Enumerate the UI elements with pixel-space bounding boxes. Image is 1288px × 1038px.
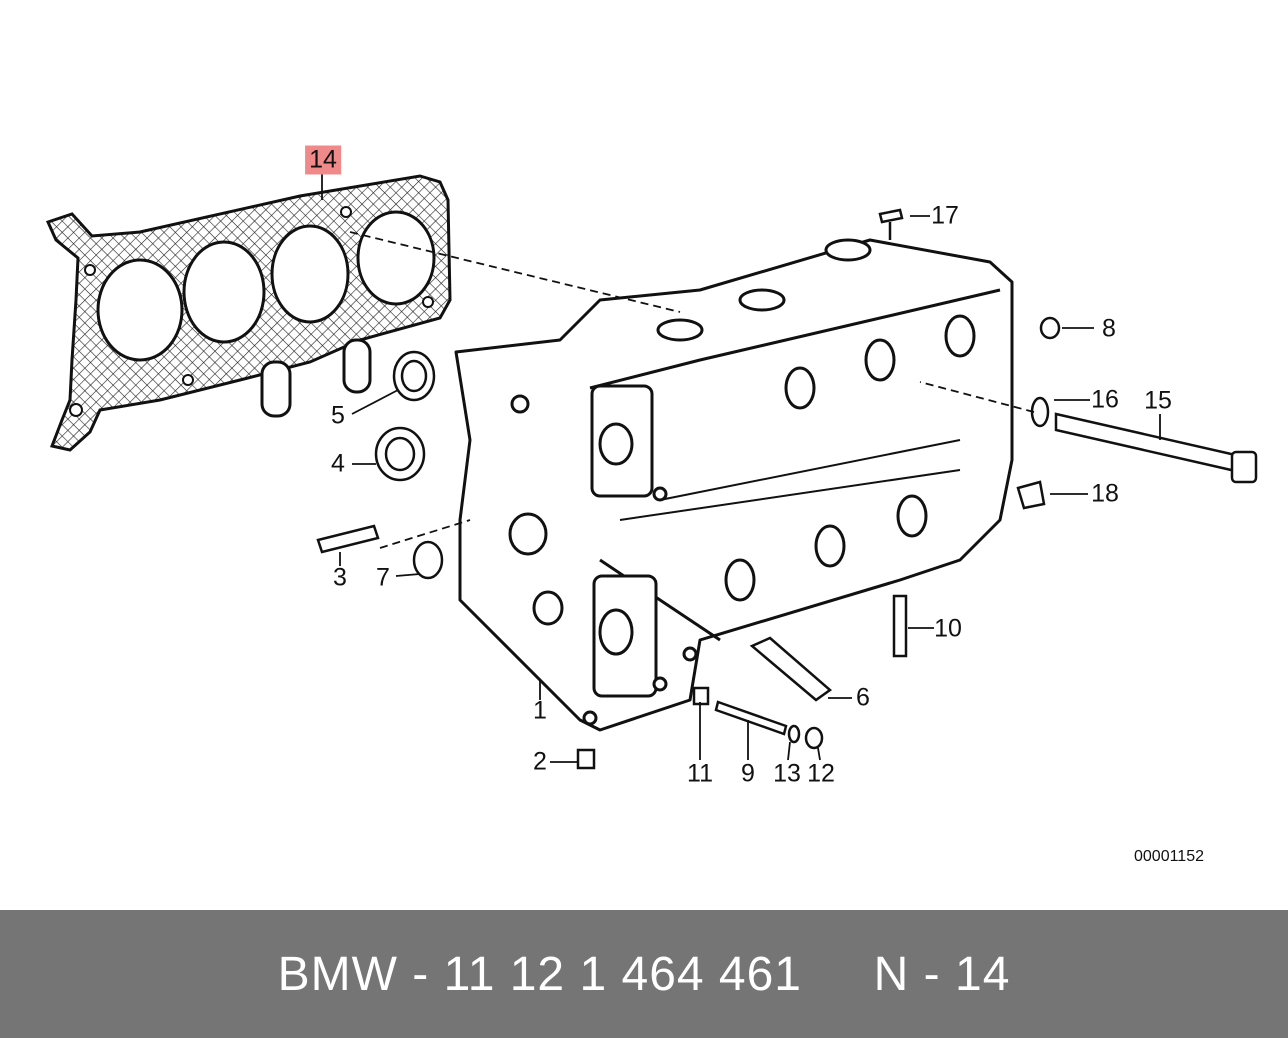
head-gasket xyxy=(45,174,452,452)
callout-14: 14 xyxy=(305,145,341,175)
parts-diagram: 1 2 3 4 5 6 7 8 9 10 11 12 13 14 15 16 1… xyxy=(45,145,1258,865)
cylinder-head xyxy=(454,238,1014,732)
callout-10: 10 xyxy=(934,614,962,643)
callout-2: 2 xyxy=(533,747,547,776)
callout-12: 12 xyxy=(807,759,835,788)
callout-11: 11 xyxy=(687,759,713,788)
callout-15: 15 xyxy=(1144,386,1172,415)
callout-5: 5 xyxy=(331,401,345,430)
callout-9: 9 xyxy=(741,759,755,788)
callout-7: 7 xyxy=(376,563,390,592)
cylinder-head-drawing xyxy=(45,174,1258,770)
callout-6: 6 xyxy=(856,683,870,712)
part-number-caption: BMW - 11 12 1 464 461 N - 14 xyxy=(277,947,1011,1001)
callout-3: 3 xyxy=(333,563,347,592)
footer-bar: BMW - 11 12 1 464 461 N - 14 xyxy=(0,910,1288,1038)
leader-lines xyxy=(321,174,1161,763)
diagram-reference-number: 00001152 xyxy=(1134,848,1204,865)
callout-17: 17 xyxy=(931,201,959,230)
callout-16: 16 xyxy=(1091,385,1119,414)
callout-4: 4 xyxy=(331,449,345,478)
callout-13: 13 xyxy=(773,759,801,788)
callout-1: 1 xyxy=(533,696,547,725)
callout-18: 18 xyxy=(1091,479,1119,508)
callout-8: 8 xyxy=(1102,314,1116,343)
small-parts xyxy=(316,208,1258,770)
